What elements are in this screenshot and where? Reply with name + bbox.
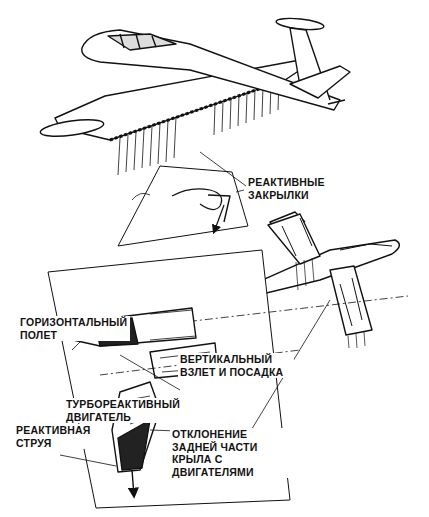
part-label: ТУРБОРЕАКТИВНЫЙ ДВИГАТЕЛЬ <box>64 398 186 423</box>
part-label: ВЕРТИКАЛЬНЫЙ ВЗЛЕТ И ПОСАДКА <box>178 353 294 378</box>
part-label: ОТКЛОНЕНИЕ ЗАДНЕЙ ЧАСТИ КРЫЛА С ДВИГАТЕЛ… <box>170 428 292 478</box>
part-label: РЕАКТИВНЫЕ ЗАКРЫЛКИ <box>246 176 342 201</box>
part-label: ГОРИЗОНТАЛЬНЫЙ ПОЛЕТ <box>18 316 130 341</box>
part-label: РЕАКТИВНАЯ СТРУЯ <box>14 424 108 449</box>
